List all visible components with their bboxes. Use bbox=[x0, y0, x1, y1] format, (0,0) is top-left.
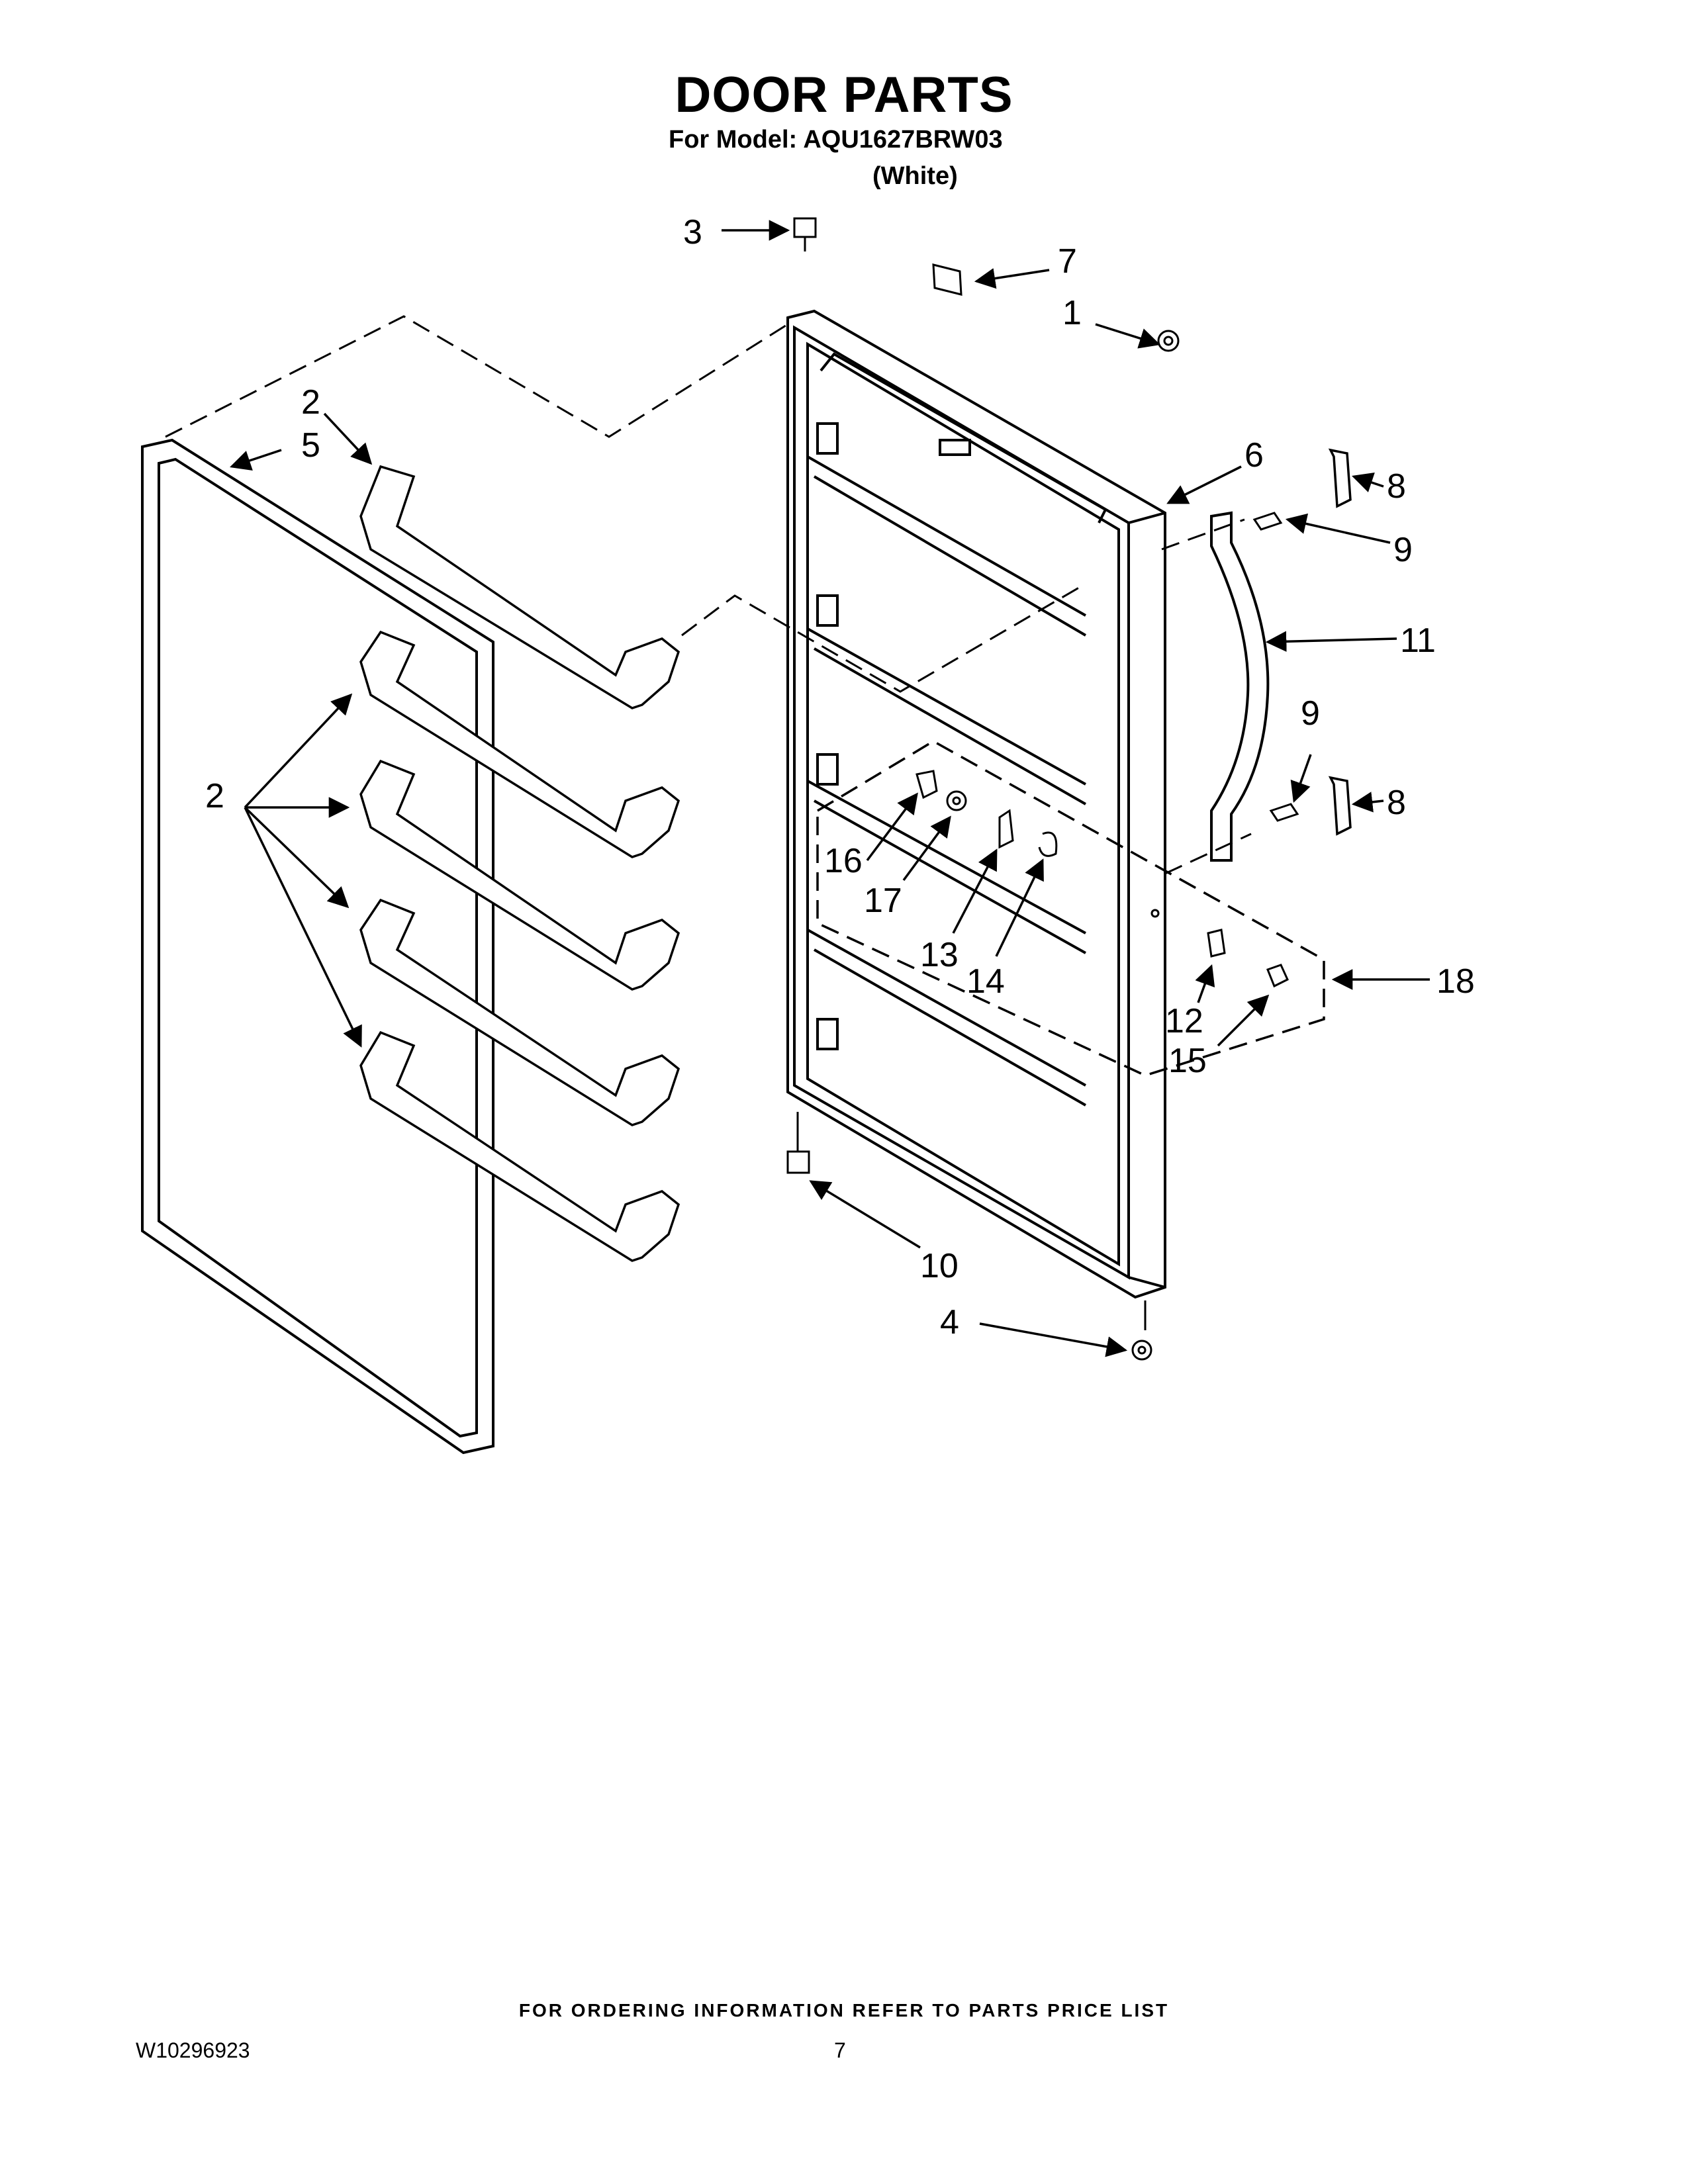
handle-screws bbox=[1252, 512, 1299, 822]
callout-label: 12 bbox=[1165, 1002, 1203, 1040]
callout-label: 9 bbox=[1393, 531, 1413, 569]
callout-label: 2 bbox=[301, 383, 320, 422]
callout-label: 17 bbox=[864, 882, 902, 920]
door-bins bbox=[359, 465, 680, 1262]
name-plate bbox=[932, 263, 962, 296]
callout-label: 8 bbox=[1387, 784, 1406, 822]
callout-label: 5 bbox=[301, 426, 320, 465]
ordering-note: FOR ORDERING INFORMATION REFER TO PARTS … bbox=[518, 2000, 1170, 2021]
callout-label: 9 bbox=[1301, 694, 1320, 733]
callout-label: 6 bbox=[1244, 436, 1264, 475]
callout-label: 10 bbox=[920, 1247, 959, 1285]
hole-plug-top bbox=[1157, 330, 1180, 352]
page-title: DOOR PARTS bbox=[675, 67, 1013, 123]
callout-label: 4 bbox=[940, 1303, 959, 1342]
callout-label: 15 bbox=[1168, 1042, 1207, 1080]
callout-label: 16 bbox=[824, 842, 863, 880]
callout-label: 13 bbox=[920, 936, 959, 974]
callout-label: 3 bbox=[683, 213, 702, 251]
door-gasket bbox=[141, 438, 494, 1455]
callout-labels: 3 7 1 2 5 6 8 9 11 2 9 8 16 17 13 14 12 … bbox=[205, 213, 1475, 1342]
page-number: 7 bbox=[834, 2038, 846, 2062]
door-stop-hardware bbox=[915, 770, 1289, 988]
alignment-lines bbox=[165, 315, 1252, 875]
door-stop-kit-group bbox=[816, 739, 1325, 1077]
callout-label: 11 bbox=[1400, 621, 1436, 660]
handle-end-caps bbox=[1328, 448, 1352, 836]
callout-label: 1 bbox=[1062, 294, 1082, 332]
leader-arrows bbox=[230, 220, 1430, 1357]
door-handle bbox=[1210, 511, 1270, 862]
model-line: For Model: AQU1627BRW03 bbox=[669, 126, 1003, 154]
hole-plug-bottom bbox=[1131, 1300, 1152, 1361]
door-assembly bbox=[786, 309, 1166, 1299]
color-variant: (White) bbox=[872, 162, 958, 190]
callout-label: 14 bbox=[966, 962, 1005, 1001]
callout-label: 2 bbox=[205, 777, 224, 815]
callout-label: 8 bbox=[1387, 467, 1406, 506]
callout-label: 7 bbox=[1058, 242, 1077, 281]
document-number: W10296923 bbox=[136, 2038, 250, 2062]
callout-label: 18 bbox=[1436, 962, 1475, 1001]
bottom-hinge bbox=[786, 1112, 810, 1174]
top-hinge bbox=[793, 217, 817, 251]
